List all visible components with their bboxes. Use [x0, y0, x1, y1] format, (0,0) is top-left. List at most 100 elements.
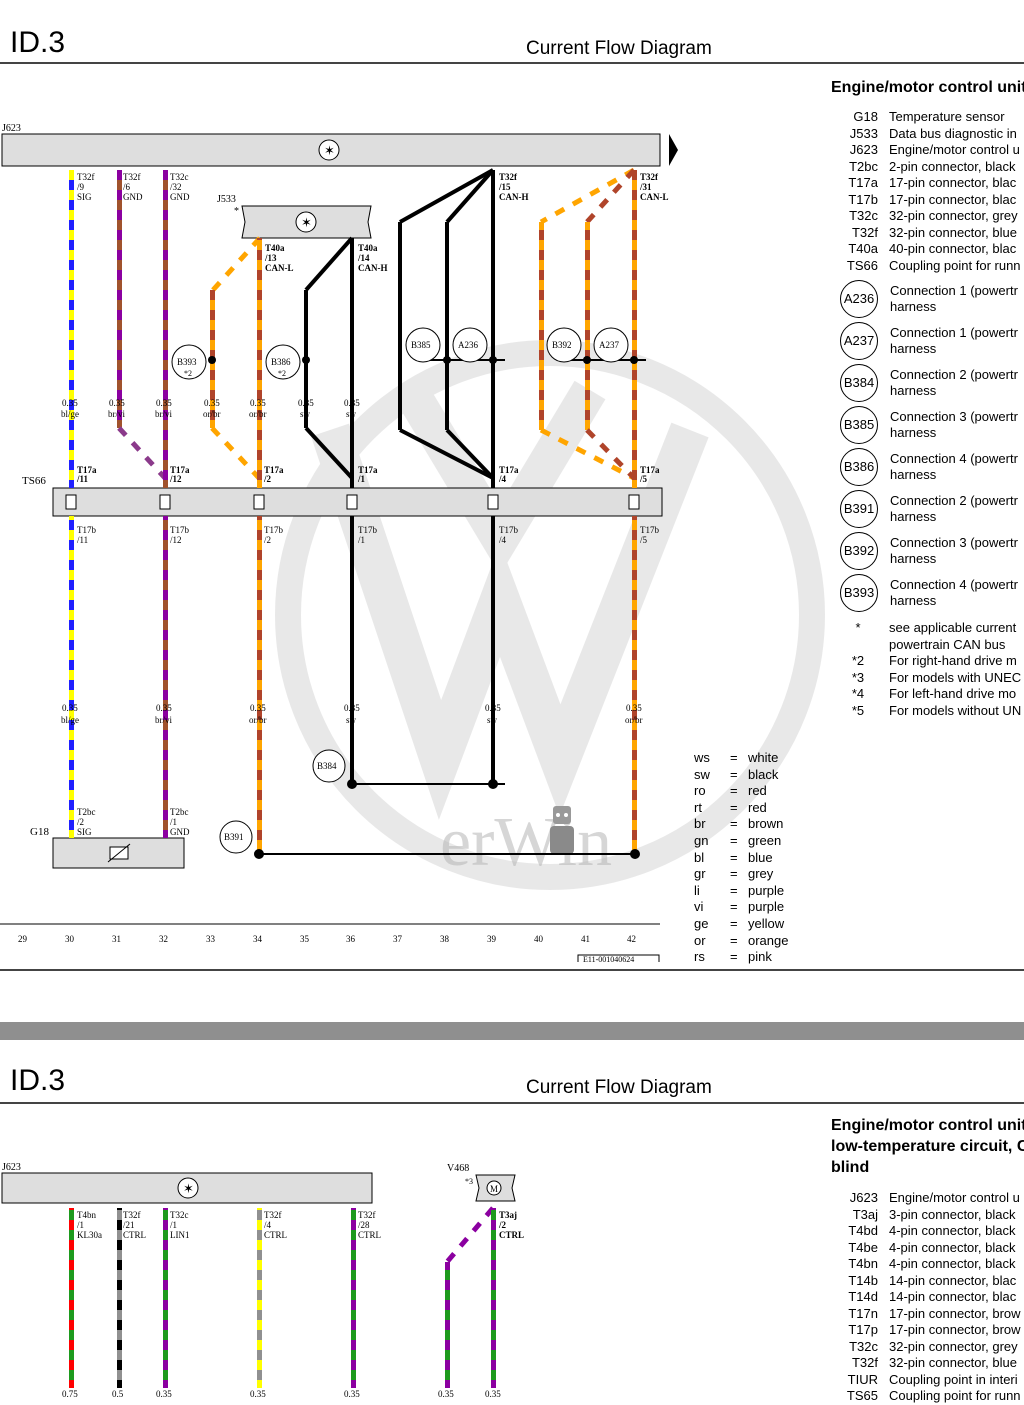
svg-text:0.35: 0.35 [626, 703, 642, 713]
svg-text:bl/ge: bl/ge [61, 715, 79, 725]
svg-text:LIN1: LIN1 [170, 1230, 190, 1240]
wire-col34 [210, 236, 262, 854]
svg-text:0.35: 0.35 [156, 703, 172, 713]
svg-text:/1: /1 [170, 1220, 177, 1230]
svg-text:32: 32 [159, 934, 168, 944]
ground-symbol-icon [177, 1177, 199, 1199]
svg-text:B385: B385 [411, 340, 431, 350]
svg-text:B384: B384 [317, 761, 337, 771]
wire-col40-42 [259, 167, 637, 855]
svg-text:T32f: T32f [264, 1210, 282, 1220]
column-numbers: 29 30 31 32 33 34 35 36 37 38 39 40 41 4… [18, 934, 636, 944]
wire-ctrl-4 [257, 1208, 262, 1388]
svg-text:/28: /28 [358, 1220, 370, 1230]
node-b392: B392 [546, 327, 582, 363]
section-title-3: blind [831, 1159, 870, 1176]
svg-text:sw: sw [346, 409, 357, 419]
svg-text:/9: /9 [77, 182, 85, 192]
svg-text:/13: /13 [264, 253, 277, 263]
svg-text:/4: /4 [499, 535, 507, 545]
model-name: ID.3 [10, 1064, 66, 1097]
svg-text:37: 37 [393, 934, 403, 944]
svg-text:KL30a: KL30a [77, 1230, 102, 1240]
svg-text:CTRL: CTRL [123, 1230, 146, 1240]
svg-text:A236: A236 [458, 340, 478, 350]
watermark-brand: erWin [440, 804, 612, 881]
svg-text:/11: /11 [77, 535, 88, 545]
svg-text:A237: A237 [599, 340, 619, 350]
svg-text:CTRL: CTRL [358, 1230, 381, 1240]
svg-text:/2: /2 [77, 817, 84, 827]
reference-number: E11-001040624 [583, 955, 634, 964]
j623-label: J623 [2, 123, 21, 134]
color-row: or=orange [694, 932, 789, 948]
svg-text:CTRL: CTRL [499, 1230, 524, 1240]
svg-text:0.35: 0.35 [344, 703, 360, 713]
svg-text:0.35: 0.35 [62, 703, 78, 713]
v468-star: *3 [465, 1177, 473, 1186]
svg-text:GND: GND [170, 827, 190, 837]
svg-text:0.35: 0.35 [156, 398, 172, 408]
svg-text:30: 30 [65, 934, 75, 944]
svg-text:/31: /31 [639, 182, 652, 192]
motor-icon [486, 1180, 502, 1196]
page-separator [0, 1022, 1024, 1040]
wire-sizes-2: 0.75 0.5 0.35 0.35 0.35 0.35 0.35 [62, 1389, 501, 1399]
svg-text:B386: B386 [271, 357, 291, 367]
svg-text:✶: ✶ [301, 215, 312, 230]
section-title: Engine/motor control unit [831, 79, 1024, 96]
svg-text:/2: /2 [263, 474, 272, 484]
wire-col37-39 [352, 168, 505, 785]
watermark-mascot-icon [550, 806, 574, 854]
svg-text:CAN-L: CAN-L [265, 263, 294, 273]
color-row: vi=purple [694, 899, 785, 915]
svg-text:T17b: T17b [170, 525, 189, 535]
svg-text:0.35: 0.35 [62, 398, 78, 408]
svg-text:br/vi: br/vi [155, 715, 172, 725]
j533-star: * [234, 206, 239, 217]
svg-text:T17b: T17b [358, 525, 377, 535]
node-a237: A237 [593, 327, 629, 363]
svg-text:/12: /12 [169, 474, 182, 484]
svg-text:M: M [490, 1184, 498, 1194]
svg-text:/2: /2 [264, 535, 271, 545]
document-title: Current Flow Diagram [526, 38, 712, 59]
svg-text:0.35: 0.35 [298, 398, 314, 408]
node-a236: A236 [452, 327, 488, 363]
svg-text:/4: /4 [264, 1220, 272, 1230]
color-row: ws=white [694, 750, 779, 765]
svg-text:34: 34 [253, 934, 263, 944]
svg-text:T32f: T32f [640, 172, 659, 182]
svg-text:35: 35 [300, 934, 310, 944]
svg-text:GND: GND [123, 192, 143, 202]
svg-text:/4: /4 [498, 474, 507, 484]
svg-text:or/br: or/br [203, 409, 221, 419]
svg-text:T17a: T17a [77, 465, 97, 475]
svg-text:T32c: T32c [170, 172, 189, 182]
svg-text:/12: /12 [170, 535, 182, 545]
svg-text:GND: GND [170, 192, 190, 202]
wire-v468-diag [445, 1206, 495, 1264]
svg-text:0.35: 0.35 [156, 1389, 172, 1399]
